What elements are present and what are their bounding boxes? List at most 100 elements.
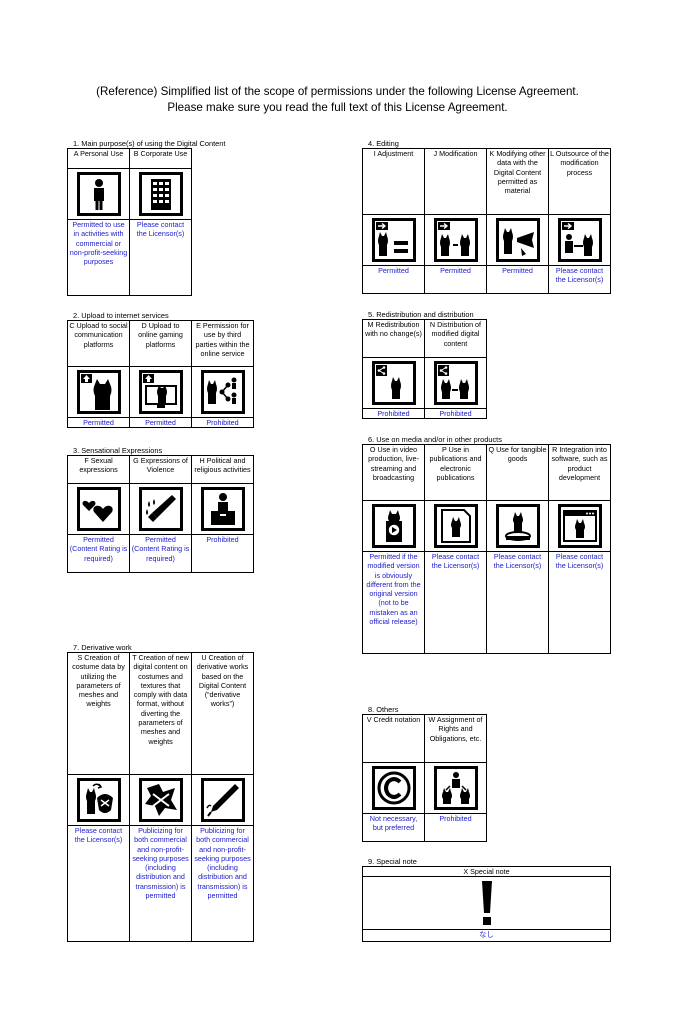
permission-cell: Permitted bbox=[129, 416, 192, 429]
publication-icon bbox=[434, 504, 478, 548]
permission-cell: Prohibited bbox=[424, 813, 487, 842]
section-title: 3. Sensational Expressions bbox=[73, 446, 163, 455]
permission-cell: Permitted (Content Rating is required) bbox=[67, 534, 130, 573]
permission-table: I Adjustment J Modification K Modifying … bbox=[362, 148, 611, 294]
section-media-use: 6. Use on media and/or in other products… bbox=[362, 435, 611, 654]
assignment-icon bbox=[434, 766, 478, 810]
permission-cell: Permitted to use in activities with comm… bbox=[67, 219, 130, 296]
section-upload: 2. Upload to internet services C Upload … bbox=[67, 311, 254, 429]
permission-cell: Permitted if the modified version is obv… bbox=[362, 551, 425, 654]
permission-cell: Permitted bbox=[67, 416, 130, 429]
label-cell: G Expressions of Violence bbox=[129, 455, 192, 484]
modification-icon bbox=[434, 218, 478, 262]
section-others: 8. Others V Credit notation W Assignment… bbox=[362, 705, 487, 842]
header-line-2: Please make sure you read the full text … bbox=[167, 101, 508, 114]
section-main-purpose: 1. Main purpose(s) of using the Digital … bbox=[67, 139, 225, 296]
label-cell: P Use in publications and electronic pub… bbox=[424, 444, 487, 501]
distribute-modified-icon bbox=[434, 361, 478, 405]
permission-table: A Personal Use B Corporate Use bbox=[67, 148, 192, 296]
label-cell: K Modifying other data with the Digital … bbox=[486, 148, 549, 215]
fabric-icon bbox=[139, 778, 183, 822]
section-special-note: 9. Special note X Special note なし bbox=[362, 857, 611, 943]
permission-cell: Please contact the Licensor(s) bbox=[548, 551, 611, 654]
label-cell: N Distribution of modified digital conte… bbox=[424, 319, 487, 358]
section-title: 5. Redistribution and distribution bbox=[368, 310, 474, 319]
label-cell: J Modification bbox=[424, 148, 487, 215]
permission-cell: Please contact the Licensor(s) bbox=[424, 551, 487, 654]
permission-cell: Prohibited bbox=[191, 416, 254, 429]
permission-cell: Publicizing for both commercial and non-… bbox=[129, 825, 192, 942]
permission-cell: Please contact the Licensor(s) bbox=[548, 265, 611, 294]
costume-icon bbox=[77, 778, 121, 822]
permission-table: O Use in video production, live-streamin… bbox=[362, 444, 611, 654]
copyright-icon bbox=[372, 766, 416, 810]
label-cell: I Adjustment bbox=[362, 148, 425, 215]
exclamation-icon bbox=[481, 881, 492, 926]
permission-cell: Prohibited bbox=[424, 407, 487, 420]
permission-cell: Not necessary, but preferred bbox=[362, 813, 425, 842]
section-title: 6. Use on media and/or in other products bbox=[368, 435, 502, 444]
pen-icon bbox=[201, 778, 245, 822]
label-cell: A Personal Use bbox=[67, 148, 130, 169]
section-sensational: 3. Sensational Expressions F Sexual expr… bbox=[67, 446, 254, 573]
label-cell: O Use in video production, live-streamin… bbox=[362, 444, 425, 501]
combine-data-icon bbox=[496, 218, 540, 262]
section-title: 4. Editing bbox=[368, 139, 399, 148]
label-cell: W Assignment of Rights and Obligations, … bbox=[424, 714, 487, 763]
video-icon bbox=[372, 504, 416, 548]
permission-cell: Please contact the Licensor(s) bbox=[129, 219, 192, 296]
label-cell: U Creation of derivative works based on … bbox=[191, 652, 254, 775]
header-line-1: (Reference) Simplified list of the scope… bbox=[96, 85, 579, 98]
label-cell: Q Use for tangible goods bbox=[486, 444, 549, 501]
permission-table: X Special note なし bbox=[362, 865, 611, 943]
section-title: 1. Main purpose(s) of using the Digital … bbox=[73, 139, 226, 148]
podium-icon bbox=[201, 487, 245, 531]
upload-gaming-icon bbox=[139, 370, 183, 414]
label-cell: B Corporate Use bbox=[129, 148, 192, 169]
label-cell: H Political and religious activities bbox=[191, 455, 254, 484]
permission-table: C Upload to social communication platfor… bbox=[67, 320, 254, 429]
special-note-text: なし bbox=[362, 929, 611, 943]
permission-cell: Prohibited bbox=[362, 407, 425, 420]
label-cell: L Outsource of the modification process bbox=[548, 148, 611, 215]
label-cell: V Credit notation bbox=[362, 714, 425, 763]
label-cell: D Upload to online gaming platforms bbox=[129, 320, 192, 367]
label-cell: E Permission for use by third parties wi… bbox=[191, 320, 254, 367]
outsource-icon bbox=[558, 218, 602, 262]
software-icon bbox=[558, 504, 602, 548]
section-redistribution: 5. Redistribution and distribution M Red… bbox=[362, 310, 487, 420]
adjustment-icon bbox=[372, 218, 416, 262]
person-icon bbox=[77, 172, 121, 216]
section-title: 9. Special note bbox=[368, 857, 417, 866]
section-derivative-work: 7. Derivative work S Creation of costume… bbox=[67, 643, 254, 942]
upload-social-icon bbox=[77, 370, 121, 414]
label-cell: X Special note bbox=[362, 865, 611, 878]
permission-cell: Publicizing for both commercial and non-… bbox=[191, 825, 254, 942]
page-header: (Reference) Simplified list of the scope… bbox=[0, 84, 675, 116]
permission-table: M Redistribution with no change(s) N Dis… bbox=[362, 319, 487, 420]
label-cell: M Redistribution with no change(s) bbox=[362, 319, 425, 358]
section-title: 2. Upload to internet services bbox=[73, 311, 169, 320]
permission-cell: Permitted bbox=[362, 265, 425, 294]
section-title: 8. Others bbox=[368, 705, 399, 714]
permission-table: F Sexual expressions G Expressions of Vi… bbox=[67, 455, 254, 573]
permission-cell: Please contact the Licensor(s) bbox=[486, 551, 549, 654]
label-cell: T Creation of new digital content on cos… bbox=[129, 652, 192, 775]
section-title: 7. Derivative work bbox=[73, 643, 132, 652]
permission-cell: Permitted bbox=[486, 265, 549, 294]
permission-cell: Prohibited bbox=[191, 534, 254, 573]
label-cell: C Upload to social communication platfor… bbox=[67, 320, 130, 367]
goods-icon bbox=[496, 504, 540, 548]
redistribute-icon bbox=[372, 361, 416, 405]
hearts-icon bbox=[77, 487, 121, 531]
permission-cell: Permitted bbox=[424, 265, 487, 294]
permission-cell: Permitted (Content Rating is required) bbox=[129, 534, 192, 573]
permission-table: S Creation of costume data by utilizing … bbox=[67, 652, 254, 942]
third-party-share-icon bbox=[201, 370, 245, 414]
building-icon bbox=[139, 172, 183, 216]
label-cell: F Sexual expressions bbox=[67, 455, 130, 484]
section-editing: 4. Editing I Adjustment J Modification K… bbox=[362, 139, 611, 294]
permission-cell: Please contact the Licensor(s) bbox=[67, 825, 130, 942]
knife-icon bbox=[139, 487, 183, 531]
label-cell: S Creation of costume data by utilizing … bbox=[67, 652, 130, 775]
